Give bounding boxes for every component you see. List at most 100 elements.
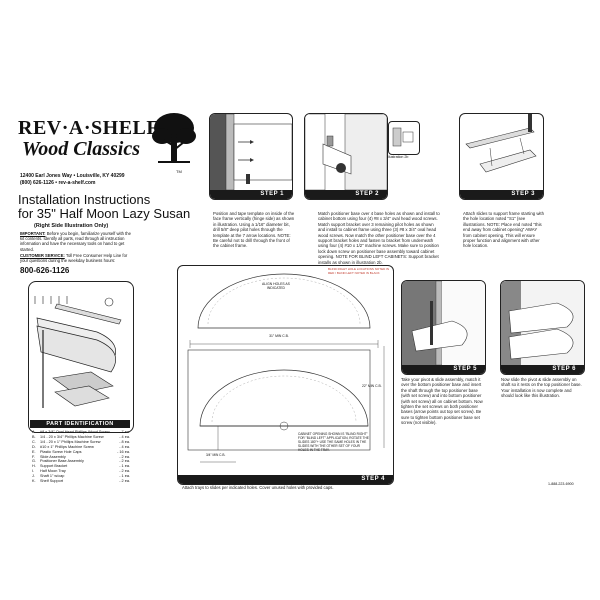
parts-item-qty: - 2 ea. (119, 479, 130, 484)
parts-item-desc: Plastic Screw Hole Caps (40, 449, 82, 454)
parts-list-item: I. Half Moon Tray - 2 ea. (32, 469, 130, 474)
customer-label: CUSTOMER SERVICE: (20, 253, 65, 258)
parts-item-letter: F. (32, 454, 35, 459)
parts-item-letter: B. (32, 434, 36, 439)
step1-label: STEP 1 (210, 190, 292, 199)
parts-item-qty: - 2 ea. (119, 459, 130, 464)
parts-list: A. #8 x 3/4" Oval Head Phillips Wood Scre… (32, 430, 130, 484)
step5-text: Take your pivot & slide assembly, match … (401, 377, 483, 426)
parts-item-qty: - 1 ea. (119, 474, 130, 479)
step1-panel: STEP 1 (209, 113, 293, 200)
parts-item-letter: D. (32, 444, 36, 449)
step4-caption: Attach trays to slides per indicated hol… (182, 485, 334, 490)
step4-dim-depth: 22" MIN C.B. (362, 384, 382, 388)
parts-item-letter: H. (32, 464, 36, 469)
step2-panel: STEP 2 (304, 113, 388, 200)
parts-list-item: G.Positioner Base Assembly - 2 ea. (32, 459, 130, 464)
parts-item-letter: K. (32, 479, 36, 484)
step3-label: STEP 3 (460, 190, 543, 199)
parts-item-desc: Positioner Base Assembly (40, 459, 84, 464)
step6-panel: STEP 6 (500, 280, 585, 375)
title-side: (Right Side Illustration Only) (34, 223, 109, 229)
parts-item-qty: - 2 ea. (119, 469, 130, 474)
brand-sub: Wood Classics (22, 138, 140, 160)
step5-label: STEP 5 (402, 365, 485, 374)
parts-panel (28, 281, 134, 433)
customer-phone: 800-626-1126 (20, 266, 70, 275)
customer-text: Toll Free Consumer Help Line for your qu… (20, 253, 128, 264)
parts-item-desc: #10 x 1" Phillips Machine Screw (40, 444, 94, 449)
step5-panel: STEP 5 (401, 280, 486, 375)
step2b-caption: Illustration 2b (387, 155, 409, 159)
parts-item-desc: Support Bracket (40, 464, 68, 469)
parts-item-qty: - 16 ea. (117, 449, 130, 454)
step4-note-box: CABINET OPENING SHOWN IS "BLIND RIGHT" F… (298, 432, 369, 452)
customer-service: CUSTOMER SERVICE: Toll Free Consumer Hel… (20, 253, 132, 263)
parts-item-desc: 1/4 - 20 x 3/4" Phillips Machine Screw (40, 434, 104, 439)
parts-item-desc: Shaft 1" w/cap (40, 474, 65, 479)
step6-label: STEP 6 (501, 365, 584, 374)
title-line2: for 35" Half Moon Lazy Susan (18, 206, 191, 221)
step4-top-note: BLIND RIGHT HOLE LOCATIONS NOTED IN RED … (328, 267, 390, 275)
parts-list-item: D. #10 x 1" Phillips Machine Screw - 4 ea. (32, 445, 130, 450)
important-text: Before you begin, familiarize yourself w… (20, 231, 131, 252)
parts-list-item: H. Support Bracket - 1 ea. (32, 464, 130, 469)
parts-item-qty: - 7 ea. (119, 430, 130, 434)
step4-dim-width: 31" MIN C.B. (269, 334, 289, 338)
parts-list-item: A. #8 x 3/4" Oval Head Phillips Wood Scre… (32, 430, 130, 435)
step6-illustration (501, 281, 584, 365)
parts-list-item: K. Shelf Support - 2 ea. (32, 479, 130, 484)
title-line1: Installation Instructions (18, 192, 151, 207)
step5-illustration (402, 281, 485, 366)
step3-text: Attach slides to support frame starting … (463, 211, 544, 249)
parts-item-letter: E. (32, 449, 36, 454)
step2b-inset (388, 121, 420, 155)
step3-illustration (465, 114, 537, 173)
parts-item-qty: - 4 ea. (119, 434, 130, 439)
parts-item-desc: #8 x 3/4" Oval Head Phillips Wood Screw (40, 430, 110, 434)
step3-panel: STEP 3 (459, 113, 544, 200)
step2-illustration (305, 114, 387, 191)
step4-illustration (187, 273, 385, 463)
parts-item-letter: A. (32, 430, 36, 434)
parts-item-desc: Shelf Support (40, 479, 64, 484)
important-label: IMPORTANT: (20, 231, 46, 236)
step4-dim-bottom: 3/4" MIN C.B. (206, 453, 226, 457)
brand-name: REV·A·SHELF (18, 117, 160, 139)
parts-item-letter: C. (32, 439, 36, 444)
step4-align-note: ALIGN HOLES AS INDICATED (262, 282, 290, 290)
step6-text: Now slide the pivot & slide assembly on … (501, 377, 582, 399)
parts-list-item: F. Slide Assembly - 2 ea. (32, 455, 130, 460)
step4-label: STEP 4 (178, 475, 393, 484)
step1-text: Position and tape template on inside of … (213, 211, 295, 249)
parts-item-desc: 1/4 - 20 x 1" Phillips Machine Screw (40, 439, 101, 444)
brand-phone: (800) 626-1126 • rev-a-shelf.com (20, 180, 96, 186)
parts-item-qty: - 1 ea. (119, 464, 130, 469)
parts-list-item: E. Plastic Screw Hole Caps - 16 ea. (32, 450, 130, 455)
parts-item-qty: - 8 ea. (119, 439, 130, 444)
parts-item-qty: - 4 ea. (119, 444, 130, 449)
parts-item-desc: Slide Assembly (40, 454, 66, 459)
trademark: TM (176, 169, 182, 174)
parts-item-letter: J. (32, 474, 35, 479)
parts-illustration (34, 296, 122, 408)
step2-label: STEP 2 (305, 190, 387, 199)
tree-logo-icon (152, 113, 196, 163)
parts-header: PART IDENTIFICATION (30, 420, 130, 428)
brand-address: 12400 Earl Jones Way • Louisville, KY 40… (20, 173, 125, 179)
page-title: Installation Instructions for 35" Half M… (18, 192, 203, 230)
parts-item-letter: G. (32, 459, 37, 464)
parts-item-desc: Half Moon Tray (40, 469, 66, 474)
step2-text: Match positioner base over 4 base holes … (318, 211, 440, 265)
important-note: IMPORTANT: Before you begin, familiarize… (20, 231, 132, 252)
brand-logo: REV·A·SHELF Wood Classics TM (18, 117, 198, 177)
parts-list-item: J. Shaft 1" w/cap - 1 ea. (32, 474, 130, 479)
parts-item-qty: - 2 ea. (119, 454, 130, 459)
step1-illustration (210, 114, 292, 191)
parts-item-letter: I. (32, 469, 35, 474)
step4-panel: BLIND RIGHT HOLE LOCATIONS NOTED IN RED … (177, 265, 394, 485)
parts-list-item: C. 1/4 - 20 x 1" Phillips Machine Screw - … (32, 440, 130, 445)
document-code: 1-888-223-6900 (548, 482, 574, 486)
parts-list-item: B. 1/4 - 20 x 3/4" Phillips Machine Screw… (32, 435, 130, 440)
step2b-illustration (392, 127, 414, 147)
